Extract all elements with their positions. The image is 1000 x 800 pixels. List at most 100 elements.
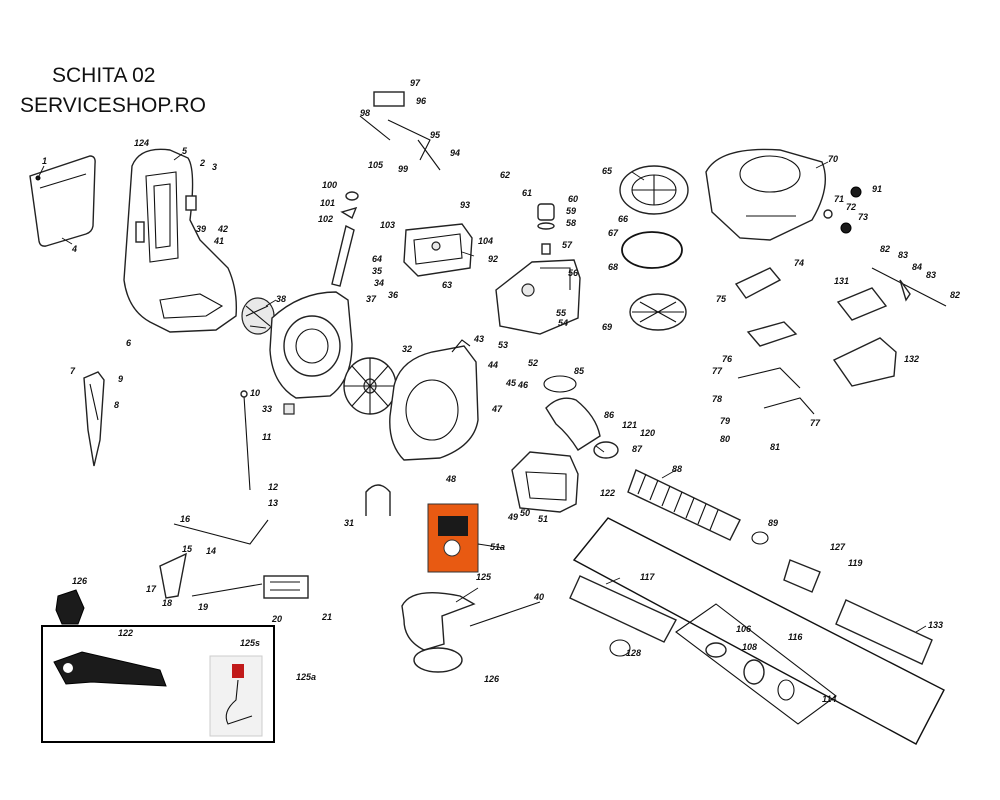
callout-105: 105 [368,160,384,170]
callout-88: 88 [672,464,682,474]
flex-hose [627,469,741,541]
callout-124: 124 [134,138,149,148]
callout-96: 96 [416,96,427,106]
callout-52: 52 [528,358,538,368]
callout-89: 89 [768,518,778,528]
callout-108: 108 [742,642,757,652]
callout-79: 79 [720,416,730,426]
guard-plates [832,287,897,387]
tank-cover [734,267,798,347]
callout-131: 131 [834,276,849,286]
extension-tube [783,559,933,665]
tube-box [572,517,945,745]
callout-10: 10 [250,388,260,398]
callout-132: 132 [904,354,919,364]
callout-121: 121 [622,420,637,430]
callout-73: 73 [858,212,868,222]
callout-102: 102 [318,214,333,224]
callout-81: 81 [770,442,780,452]
callout-53: 53 [498,340,508,350]
callout-125a: 125a [296,672,316,682]
callout-36: 36 [388,290,399,300]
callout-127: 127 [830,542,846,552]
elbow-tube [545,397,619,459]
callout-37: 37 [366,294,377,304]
fan-housing-rear [269,291,353,399]
seal-ring [621,231,683,269]
carb-photo [427,503,479,573]
callout-101: 101 [320,198,335,208]
callout-39: 39 [196,224,206,234]
callout-103: 103 [380,220,395,230]
callout-54: 54 [558,318,568,328]
callout-3: 3 [212,162,217,172]
callout-84: 84 [912,262,922,272]
callout-65: 65 [602,166,613,176]
callout-8: 8 [114,400,119,410]
callout-15: 15 [182,544,193,554]
callout-38: 38 [276,294,286,304]
callout-33: 33 [262,404,272,414]
callout-126b: 126 [484,674,500,684]
air-box [511,451,579,513]
callout-94: 94 [450,148,460,158]
callout-56: 56 [568,268,579,278]
callout-76: 76 [722,354,733,364]
callout-75: 75 [716,294,727,304]
callout-125: 125 [476,572,492,582]
callout-80: 80 [720,434,730,444]
callout-87: 87 [632,444,643,454]
callout-49: 49 [507,512,518,522]
fuel-tank [705,148,826,241]
callout-55: 55 [556,308,567,318]
callout-117: 117 [640,572,655,582]
callout-122: 122 [600,488,615,498]
accessory-photo-box [41,625,275,743]
straight-tube [569,575,677,643]
callout-44: 44 [487,360,498,370]
callout-66: 66 [618,214,629,224]
callout-40: 40 [533,592,544,602]
callout-72: 72 [846,202,856,212]
callout-83: 83 [898,250,908,260]
callout-14: 14 [206,546,216,556]
hose-clamps [543,375,769,657]
callout-120: 120 [640,428,655,438]
tank-brackets [737,367,815,415]
callout-133: 133 [928,620,943,630]
callout-58: 58 [566,218,576,228]
callout-85: 85 [574,366,585,376]
diagram-title: SCHITA 02 [52,64,156,87]
callout-91: 91 [872,184,882,194]
callout-50: 50 [520,508,530,518]
callout-64: 64 [372,254,382,264]
throttle-rod-assembly [359,91,441,171]
callout-83b: 83 [926,270,936,280]
callout-126: 126 [72,576,88,586]
callout-70: 70 [828,154,838,164]
screen-grille [241,297,275,335]
backrest-frame [123,148,238,333]
callout-122b: 122 [118,628,133,638]
callout-114: 114 [822,694,836,704]
callout-21: 21 [321,612,332,622]
callout-34: 34 [374,278,384,288]
callout-93: 93 [460,200,470,210]
callout-51: 51 [538,514,548,524]
callout-46: 46 [517,380,529,390]
callout-41: 41 [213,236,224,246]
callout-68: 68 [608,262,618,272]
strainer [629,293,687,331]
callout-57: 57 [562,240,573,250]
callout-106: 106 [736,624,752,634]
callout-60: 60 [568,194,578,204]
callout-104: 104 [478,236,493,246]
callout-9: 9 [118,374,123,384]
callout-116: 116 [788,632,803,642]
callout-2: 2 [199,158,205,168]
callout-12: 12 [268,482,278,492]
diagram-source: SERVICESHOP.RO [20,94,206,117]
callout-119: 119 [848,558,862,568]
callout-labels: 1 2 3 4 5 6 7 8 9 10 11 12 13 14 15 16 1… [42,78,960,704]
